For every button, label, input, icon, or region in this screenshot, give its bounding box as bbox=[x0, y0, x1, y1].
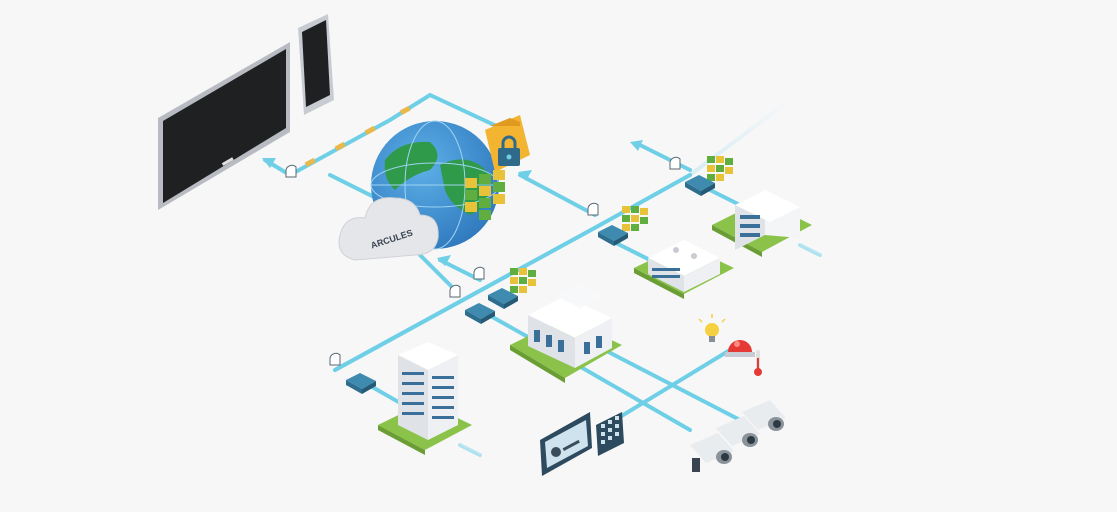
padlock-folder-icon bbox=[485, 115, 530, 172]
server-stack-icon bbox=[707, 156, 733, 181]
cloud-icon: ARCULES bbox=[338, 197, 439, 261]
office-building-icon bbox=[712, 190, 812, 257]
display-monitor-icon bbox=[158, 42, 290, 210]
network-switch-icon bbox=[346, 373, 376, 394]
router-antenna-icon bbox=[285, 156, 681, 366]
data-packets bbox=[304, 105, 411, 167]
network-switch-icon bbox=[465, 303, 495, 324]
server-stack-icon bbox=[622, 206, 648, 231]
keypad-icon bbox=[596, 412, 624, 456]
lightbulb-icon bbox=[698, 314, 726, 342]
network-switch-icon bbox=[488, 288, 518, 309]
connection-lines bbox=[263, 92, 822, 457]
security-camera-icon bbox=[690, 433, 734, 472]
office-building-icon bbox=[378, 342, 472, 455]
server-stack-icon bbox=[465, 170, 505, 220]
security-camera-icon bbox=[742, 400, 786, 431]
alarm-siren-icon bbox=[725, 340, 755, 357]
office-building-icon bbox=[634, 240, 734, 299]
network-switch-icon bbox=[598, 225, 628, 246]
office-building-icon bbox=[510, 283, 622, 383]
thermometer-icon bbox=[754, 350, 762, 376]
smartphone-icon bbox=[298, 14, 334, 115]
security-camera-icon bbox=[716, 416, 760, 447]
server-stack-icon bbox=[510, 268, 536, 293]
network-switch-icon bbox=[685, 175, 715, 196]
access-control-reader-icon bbox=[540, 412, 592, 476]
